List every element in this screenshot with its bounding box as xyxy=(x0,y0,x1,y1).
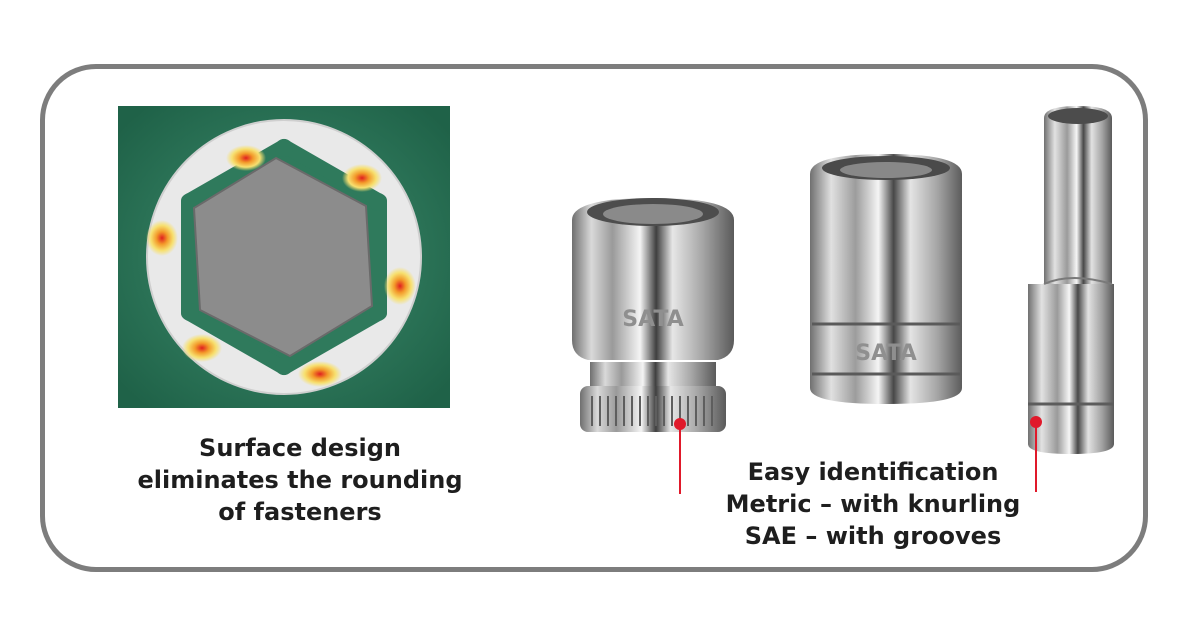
knurling-pointer xyxy=(670,416,690,496)
hex-socket-cross-section-icon xyxy=(118,106,450,408)
deep-socket-icon xyxy=(1028,106,1114,454)
metric-socket-image: SATA xyxy=(568,190,738,440)
identification-caption: Easy identification Metric – with knurli… xyxy=(708,456,1038,552)
surface-design-caption: Surface design eliminates the rounding o… xyxy=(130,432,470,528)
groove-pointer xyxy=(1026,414,1046,494)
deep-socket-image xyxy=(1018,104,1118,456)
pointer-dot-icon xyxy=(1030,416,1042,492)
socket-cross-section-diagram xyxy=(118,106,450,408)
caption-line: Metric – with knurling xyxy=(725,490,1021,518)
brand-marking: SATA xyxy=(855,341,917,366)
caption-line: of fasteners xyxy=(218,498,382,526)
metric-socket-knurled-icon: SATA xyxy=(572,198,734,432)
sae-socket-grooved-icon: SATA xyxy=(810,154,962,404)
caption-line: SAE – with grooves xyxy=(744,522,1002,550)
pointer-dot-icon xyxy=(674,418,686,494)
caption-line: Surface design xyxy=(199,434,401,462)
brand-marking: SATA xyxy=(622,307,684,332)
caption-line: eliminates the rounding xyxy=(137,466,463,494)
caption-line: Easy identification xyxy=(747,458,999,486)
sae-socket-image: SATA xyxy=(806,150,966,408)
